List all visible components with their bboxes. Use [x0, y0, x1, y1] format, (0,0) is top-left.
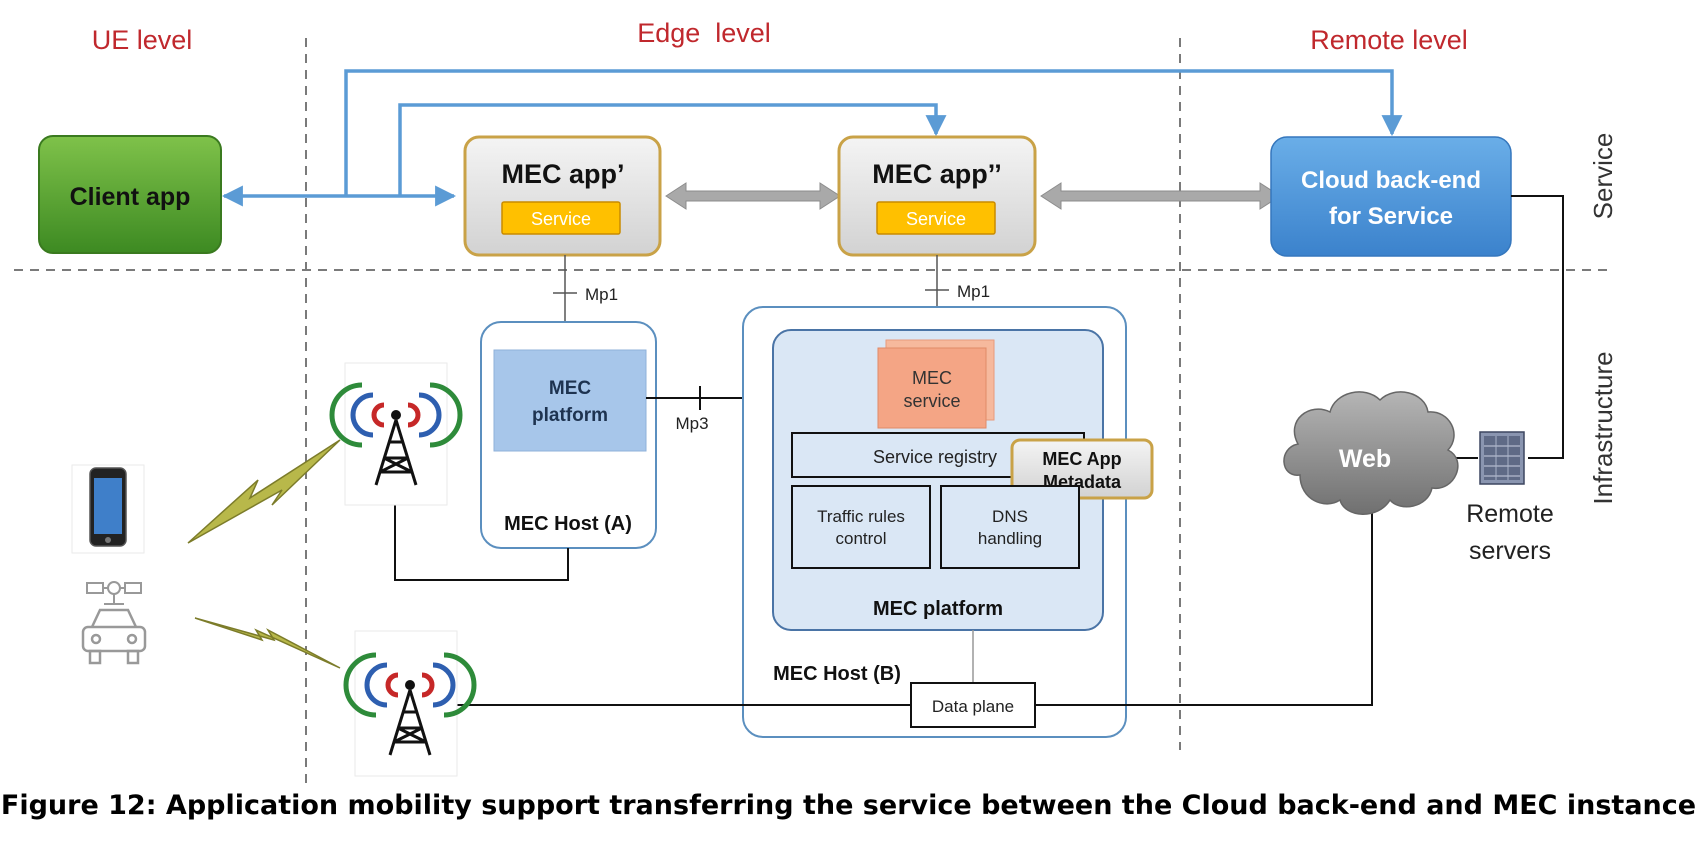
service-registry-label: Service registry	[873, 447, 997, 467]
app-transfer-arrow-1	[665, 182, 841, 210]
antenna-tower-icon	[343, 630, 477, 777]
mec-platform-b-title: MEC platform	[873, 598, 1003, 620]
infrastructure-layer-label: Infrastructure	[1588, 351, 1618, 504]
traffic-rules-box	[791, 485, 931, 569]
web-label: Web	[1339, 445, 1391, 473]
data-plane-label: Data plane	[932, 697, 1014, 716]
remote-servers-line1: Remote	[1466, 500, 1554, 528]
mp3-label: Mp3	[675, 414, 708, 433]
cloud-icon	[1283, 391, 1459, 515]
lightning-bolt-icon	[187, 439, 341, 544]
smartphone-icon	[71, 464, 145, 554]
antenna-tower-icon	[329, 362, 463, 506]
mec-platform-a-line2: platform	[532, 405, 608, 426]
data-plane-to-web-line	[1035, 495, 1373, 706]
mec-platform-a-box	[493, 349, 647, 452]
client-app-label: Client app	[70, 183, 191, 211]
dns-handling-line2: handling	[978, 529, 1042, 548]
traffic-rules-line1: Traffic rules	[817, 507, 905, 526]
dns-handling-line1: DNS	[992, 507, 1028, 526]
mec-service-line2: service	[903, 391, 960, 411]
mec-host-b-title: MEC Host (B)	[773, 663, 901, 685]
mec-app-a-service-chip	[501, 201, 621, 235]
mec-app-b-service-chip	[876, 201, 996, 235]
client-to-mec-app-b-link	[398, 103, 947, 196]
cloud-backend-box: Cloud back-end for Service	[1270, 136, 1512, 257]
car-icon	[81, 608, 147, 665]
tower-a-to-host-a-line	[394, 505, 569, 581]
traffic-rules-line2: control	[835, 529, 886, 548]
service-layer-label: Service	[1588, 133, 1618, 220]
mec-service-card	[877, 347, 987, 429]
mec-app-b-box: MEC app’’ Service	[837, 135, 1037, 257]
app-transfer-arrow-2	[1040, 182, 1281, 210]
ue-level-title: UE level	[92, 25, 193, 55]
mec-app-a-box: MEC app’ Service	[463, 135, 662, 257]
remote-servers-line2: servers	[1469, 537, 1551, 565]
mec-service-line1: MEC	[912, 368, 952, 388]
figure-caption: Figure 12: Application mobility support …	[0, 790, 1697, 821]
lightning-bolt-icon	[194, 617, 341, 669]
mec-app-a-label: MEC app’	[501, 159, 624, 189]
remote-level-title: Remote level	[1310, 25, 1468, 55]
dns-handling-box	[940, 485, 1080, 569]
level-separators	[14, 38, 1610, 790]
mec-app-a-service-label: Service	[531, 209, 591, 229]
mec-app-metadata-box	[1010, 438, 1154, 500]
mec-mobility-diagram: UE level Edge level Remote level Service…	[14, 18, 1618, 790]
client-app-box: Client app	[38, 135, 222, 254]
mp1-label-b: Mp1	[957, 282, 990, 301]
cloud-backend-label-line2: for Service	[1329, 203, 1453, 230]
mec-host-a-title: MEC Host (A)	[504, 513, 632, 535]
cloud-to-servers-line	[1511, 195, 1564, 459]
service-links	[221, 69, 1403, 207]
satellite-icon	[86, 581, 142, 605]
web-cloud: Web	[1283, 391, 1459, 515]
server-rack-icon	[1479, 431, 1525, 485]
edge-level-title: Edge level	[637, 18, 771, 48]
mec-platform-a-line1: MEC	[549, 378, 592, 399]
mec-host-b: MEC service Service registry MEC App Met…	[742, 306, 1154, 738]
mp1-label-a: Mp1	[585, 285, 618, 304]
mec-app-b-service-label: Service	[906, 209, 966, 229]
mec-app-metadata-line1: MEC App	[1042, 449, 1121, 469]
mec-host-a: MEC platform MEC Host (A)	[480, 321, 657, 549]
client-to-cloud-link	[344, 69, 1403, 196]
cloud-backend-label-line1: Cloud back-end	[1301, 167, 1481, 194]
mec-app-b-label: MEC app’’	[872, 159, 1002, 189]
